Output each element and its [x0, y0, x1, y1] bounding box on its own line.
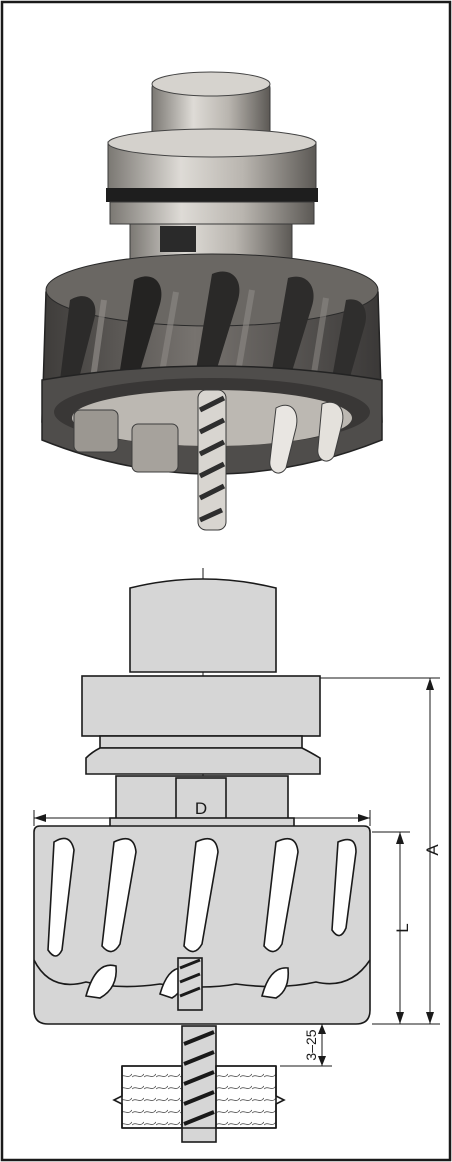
dimension-label-a: A [423, 844, 442, 856]
dimension-label-projection: 3–25 [303, 1029, 319, 1060]
dimension-label-l: L [393, 923, 412, 932]
dimension-label-d: D [195, 799, 207, 818]
product-photo [41, 71, 383, 531]
technical-drawing [33, 568, 440, 1143]
